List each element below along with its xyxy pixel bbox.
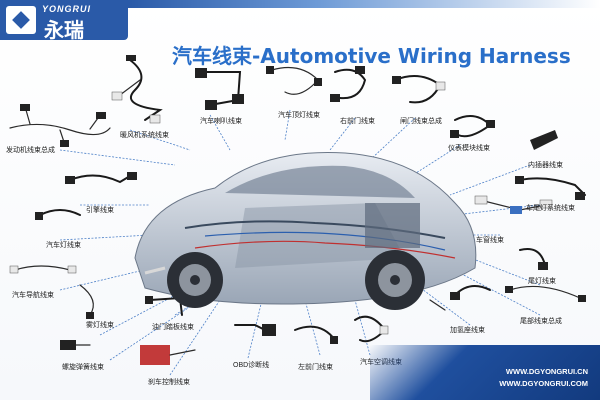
label-seat: 加氢座线束	[450, 327, 485, 334]
logo-mark-icon	[6, 6, 36, 34]
horn-harness-drawing	[195, 68, 244, 110]
fog-harness-drawing	[79, 284, 94, 319]
rear-light-harness-drawing	[429, 299, 446, 311]
seat-harness-drawing	[450, 285, 491, 300]
roof-light-harness-drawing	[266, 66, 322, 95]
header-band	[128, 0, 600, 8]
label-horn: 内插器线束	[528, 162, 563, 169]
label-fog: 雾灯线束	[86, 322, 114, 329]
label-engine-main: 发动机线束总成	[6, 147, 55, 154]
lock-harness-drawing	[392, 75, 446, 104]
label-headlight: 汽车喇叭线束	[200, 118, 242, 125]
label-brake: 刹车控制线束	[148, 379, 190, 386]
label-nav: 汽车导航线束	[12, 292, 54, 299]
label-obd: OBD诊断线	[233, 362, 270, 369]
left-door-harness-drawing	[294, 325, 338, 344]
nav-harness-drawing	[9, 265, 77, 274]
ac-harness-drawing	[354, 315, 389, 343]
plug-drawing	[530, 130, 558, 150]
engine-harness-drawing	[9, 104, 111, 147]
label-taillight: 汽车顶灯线束	[278, 112, 320, 119]
label-door-lf: 左前门线束	[298, 364, 333, 371]
label-rear-light: 尾灯线束	[528, 278, 556, 285]
label-door-lock: 闸门线束总成	[400, 118, 442, 125]
brand-logo[interactable]: YONGRUI 永瑞	[0, 0, 128, 42]
page-title: 汽车线束-Automotive Wiring Harness	[172, 44, 571, 68]
instrument-harness-drawing	[450, 115, 495, 138]
rear-harness-drawing	[505, 285, 586, 302]
website-cn-link[interactable]: WWW.DGYONGRUI.CN	[505, 367, 588, 376]
label-tail-main: 车尾灯系统线束	[526, 205, 575, 212]
right-door-harness-drawing	[330, 66, 367, 102]
website-com-link[interactable]: WWW.DGYONGRUI.COM	[499, 379, 588, 388]
footer-band: WWW.DGYONGRUI.CN WWW.DGYONGRUI.COM	[370, 345, 600, 400]
starter-harness-drawing	[65, 172, 137, 184]
spring-harness-drawing	[60, 340, 91, 350]
fan-harness-drawing	[111, 55, 163, 124]
label-lamp: 汽车灯线束	[46, 242, 81, 249]
dash-harness-drawing	[474, 195, 553, 214]
label-instrument: 仪表模块线束	[448, 145, 490, 152]
brand-name-cn: 永瑞	[44, 18, 84, 42]
brake-harness-drawing	[140, 345, 196, 365]
brand-name-en: YONGRUI	[42, 4, 92, 14]
label-starter: 引擎线束	[86, 207, 114, 214]
label-rear-main: 尾部线束总成	[520, 318, 562, 325]
lamp-left-harness-drawing	[35, 209, 81, 220]
label-fan: 暖风机系统线束	[120, 132, 169, 139]
label-spring: 螺旋弹簧线束	[62, 364, 104, 371]
lamp-harness-drawing	[519, 248, 548, 270]
label-panel: 油门踏板线束	[152, 324, 194, 331]
label-door-rf: 右前门线束	[340, 118, 375, 125]
obd-harness-drawing	[234, 324, 276, 336]
tail-main-harness-drawing	[515, 176, 586, 200]
car-cutaway-illustration	[134, 151, 477, 310]
label-dash: 车窗线束	[476, 237, 504, 244]
